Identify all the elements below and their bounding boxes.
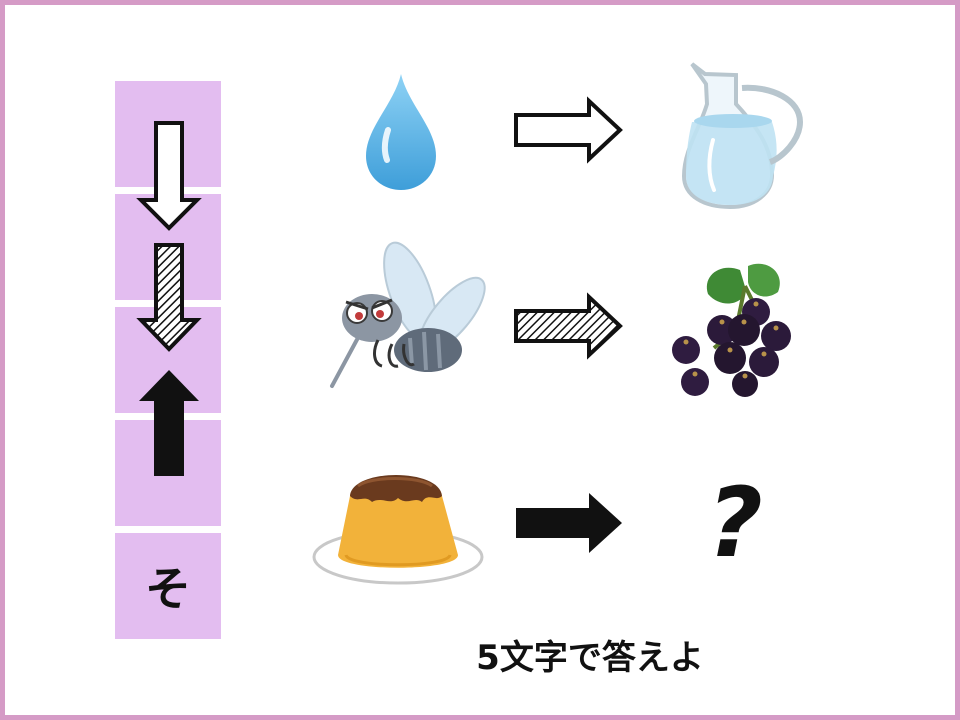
down-outline-arrow-icon <box>136 121 202 231</box>
water-drop-icon <box>366 74 436 190</box>
right-solid-arrow-icon <box>516 493 622 553</box>
right-hatched-arrow-icon <box>514 292 623 360</box>
blackcurrant-icon <box>672 263 791 397</box>
water-pitcher-icon <box>681 62 804 210</box>
answer-cell-5-char: そ <box>145 562 191 616</box>
down-hatched-arrow-icon <box>136 243 202 352</box>
right-outline-arrow-icon <box>514 96 623 164</box>
mosquito-icon <box>330 241 486 388</box>
up-solid-arrow-icon <box>139 370 199 476</box>
answer-cell-5 <box>115 533 221 639</box>
pudding-icon <box>312 475 484 585</box>
instruction-text: 5文字で答えよ <box>476 638 704 678</box>
unknown-answer-mark: ? <box>707 467 763 579</box>
